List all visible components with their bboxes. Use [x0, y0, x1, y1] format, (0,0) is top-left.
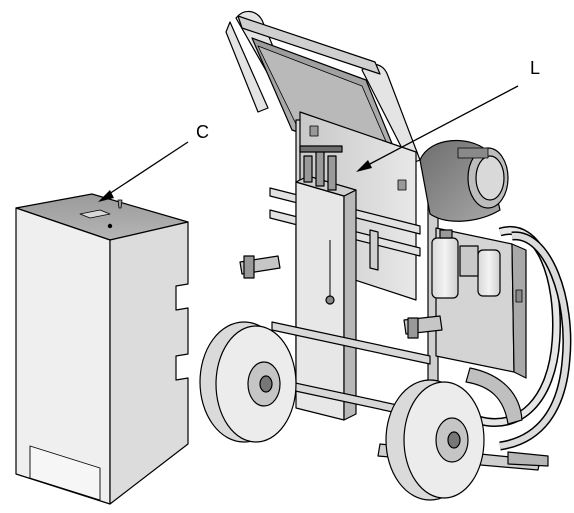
cover-panel [15, 193, 189, 505]
sprayer-unit [199, 10, 572, 501]
callout-c: C [98, 122, 209, 202]
wheel-left [199, 321, 297, 443]
callout-l: L [356, 58, 540, 172]
wheel-right [385, 379, 485, 501]
motor [419, 139, 509, 222]
callout-label-c: C [196, 122, 209, 142]
callout-label-l: L [530, 58, 540, 78]
filter-canister [431, 229, 501, 299]
fluid-module-column [295, 145, 357, 421]
